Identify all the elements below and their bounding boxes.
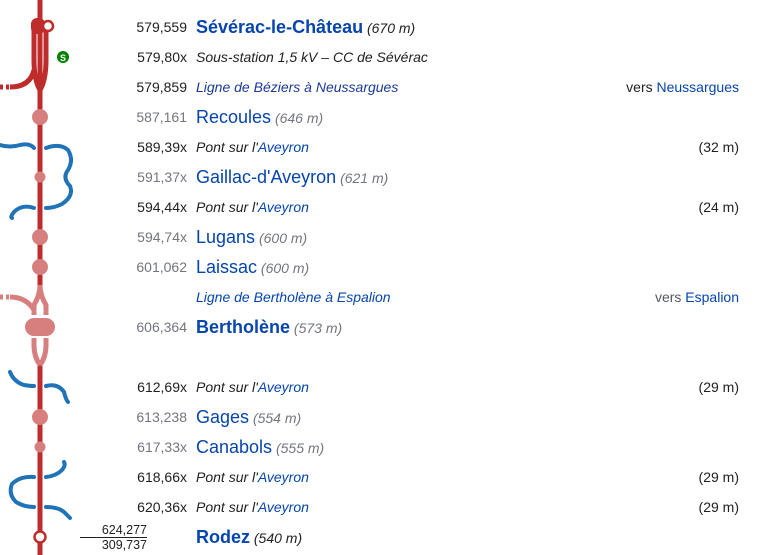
line-link-bertholene-espalion[interactable]: Ligne de Bertholène à Espalion [196, 289, 391, 305]
river-link-aveyron[interactable]: Aveyron [257, 499, 309, 515]
km-marker-bottom: 309,737 [101, 538, 147, 552]
row-bertholene: 606,364 Bertholène (573 m) [0, 312, 768, 342]
bridge-label: Pont sur l' [196, 199, 258, 215]
rodez-marker [33, 530, 47, 555]
km-marker: 579,859 [136, 79, 187, 95]
station-link-gaillac[interactable]: Gaillac-d'Aveyron [196, 167, 337, 187]
bridge-label: Pont sur l' [196, 469, 258, 485]
river-link-aveyron[interactable]: Aveyron [257, 199, 309, 215]
row-laissac: 601,062 Laissac (600 m) [0, 252, 768, 282]
row-pont-5: 620,36x Pont sur l'Aveyron (29 m) [0, 492, 768, 522]
km-marker: 587,161 [136, 109, 187, 125]
canabols-marker [34, 441, 46, 453]
km-marker: 617,33x [137, 439, 187, 455]
km-marker-top: 624,277 [80, 523, 147, 538]
bridge-label: Pont sur l' [196, 379, 258, 395]
gages-marker [32, 409, 48, 425]
bridge-length: (24 m) [698, 199, 739, 215]
km-marker: 618,66x [137, 469, 187, 485]
gaillac-marker [34, 171, 46, 183]
row-substation: 579,80x Sous-station 1,5 kV – CC de Sévé… [0, 42, 768, 72]
river-link-aveyron[interactable]: Aveyron [257, 139, 309, 155]
altitude: (670 m) [366, 20, 416, 36]
altitude: (540 m) [253, 530, 303, 546]
row-pont-3: 612,69x Pont sur l'Aveyron (29 m) [0, 372, 768, 402]
bridge-label: Pont sur l' [196, 499, 258, 515]
row-gaillac: 591,37x Gaillac-d'Aveyron (621 m) [0, 162, 768, 192]
substation-label: Sous-station 1,5 kV – CC de Sévérac [196, 49, 428, 65]
bridge-length: (32 m) [698, 139, 739, 155]
svg-text:S: S [60, 53, 66, 63]
station-link-rodez[interactable]: Rodez [196, 527, 250, 547]
km-marker: 594,74x [137, 229, 187, 245]
km-marker: 613,238 [136, 409, 187, 425]
recoules-marker [32, 109, 48, 125]
station-link-canabols[interactable]: Canabols [196, 437, 273, 457]
bridge-length: (29 m) [698, 379, 739, 395]
row-ligne-bertholene: Ligne de Bertholène à Espalion vers Espa… [0, 282, 768, 312]
bridge-length: (29 m) [698, 469, 739, 485]
station-markers [32, 109, 48, 453]
line-link-beziers[interactable]: Ligne de Béziers à Neussargues [196, 79, 399, 95]
altitude: (646 m) [274, 110, 324, 126]
km-marker: 620,36x [137, 499, 187, 515]
row-pont-4: 618,66x Pont sur l'Aveyron (29 m) [0, 462, 768, 492]
row-lugans: 594,74x Lugans (600 m) [0, 222, 768, 252]
lugans-marker [32, 229, 48, 245]
km-marker: 591,37x [137, 169, 187, 185]
row-gages: 613,238 Gages (554 m) [0, 402, 768, 432]
direction-link-neussargues[interactable]: Neussargues [656, 79, 740, 95]
row-recoules: 587,161 Recoules (646 m) [0, 102, 768, 132]
station-link-bertholene[interactable]: Bertholène [196, 317, 291, 337]
altitude: (600 m) [258, 230, 308, 246]
km-marker: 579,80x [137, 49, 187, 65]
km-marker: 579,559 [136, 19, 187, 35]
station-link-severac[interactable]: Sévérac-le-Château [196, 17, 364, 37]
direction-prefix: vers [626, 79, 657, 95]
river-aveyron [0, 142, 73, 520]
row-ligne-beziers: 579,859 Ligne de Béziers à Neussargues v… [0, 72, 768, 102]
substation-icon: S [57, 51, 69, 63]
direction-link-espalion[interactable]: Espalion [685, 289, 739, 305]
row-rodez: 624,277 309,737 Rodez (540 m) [0, 522, 768, 552]
altitude: (555 m) [275, 440, 325, 456]
altitude: (600 m) [260, 260, 310, 276]
river-link-aveyron[interactable]: Aveyron [257, 469, 309, 485]
laissac-marker [32, 259, 48, 275]
bertholene-junction [0, 284, 55, 367]
row-canabols: 617,33x Canabols (555 m) [0, 432, 768, 462]
direction-prefix: vers [654, 289, 686, 305]
km-marker-dual: 624,277 309,737 [80, 523, 147, 552]
altitude: (573 m) [293, 320, 343, 336]
station-link-recoules[interactable]: Recoules [196, 107, 272, 127]
row-pont-2: 594,44x Pont sur l'Aveyron (24 m) [0, 192, 768, 222]
row-severac: 579,559 Sévérac-le-Château (670 m) [0, 12, 768, 42]
km-marker: 606,364 [136, 319, 187, 335]
station-link-lugans[interactable]: Lugans [196, 227, 256, 247]
station-link-laissac[interactable]: Laissac [196, 257, 258, 277]
km-marker: 589,39x [137, 139, 187, 155]
km-marker: 601,062 [136, 259, 187, 275]
bridge-length: (29 m) [698, 499, 739, 515]
river-link-aveyron[interactable]: Aveyron [257, 379, 309, 395]
bridge-label: Pont sur l' [196, 139, 258, 155]
route-diagram: S [0, 0, 73, 555]
station-link-gages[interactable]: Gages [196, 407, 250, 427]
km-marker: 594,44x [137, 199, 187, 215]
altitude: (621 m) [340, 170, 389, 186]
severac-junction [0, 18, 55, 92]
km-marker: 612,69x [137, 379, 187, 395]
altitude: (554 m) [252, 410, 302, 426]
row-pont-1: 589,39x Pont sur l'Aveyron (32 m) [0, 132, 768, 162]
